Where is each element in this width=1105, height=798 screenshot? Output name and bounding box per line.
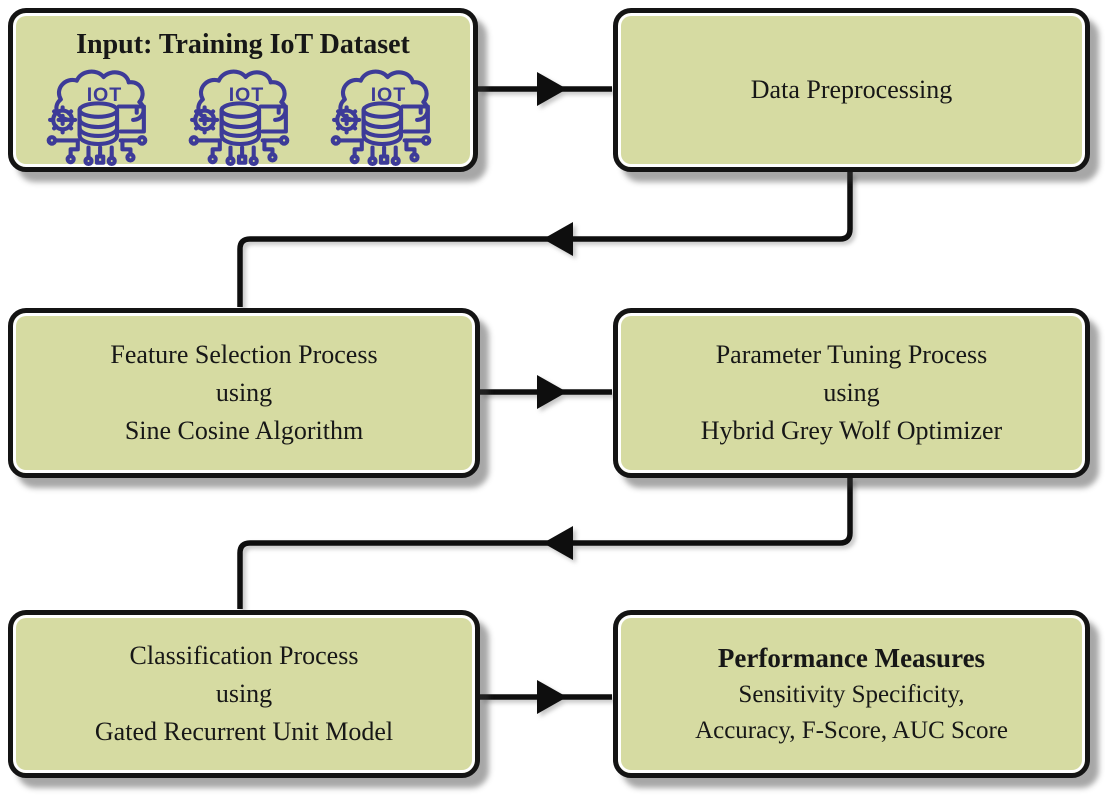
arrow-input-to-preprocessing: [478, 72, 612, 106]
arrow-parameter-tuning-to-classification: [237, 478, 853, 609]
iot-dataset-icon: IOT: [330, 69, 432, 167]
arrow-feature-selection-to-parameter-tuning: [480, 375, 612, 409]
iot-dataset-icon: IOT: [188, 69, 290, 167]
box-data-preprocessing: Data Preprocessing: [613, 8, 1090, 172]
box-performance-measures: Performance Measures Sensitivity Specifi…: [613, 610, 1090, 778]
iot-dataset-icon: IOT: [46, 69, 148, 167]
arrowhead-icon: [537, 680, 567, 714]
iot-icon-label: IOT: [371, 84, 406, 106]
arrowhead-icon: [543, 222, 573, 256]
arrowhead-icon: [543, 526, 573, 560]
iot-icon-row: IOT: [38, 69, 448, 169]
box-line: Hybrid Grey Wolf Optimizer: [700, 416, 1003, 445]
iot-icon-label: IOT: [229, 84, 264, 106]
box-classification-process: Classification Process using Gated Recur…: [8, 610, 480, 778]
box-feature-selection-process: Feature Selection Process using Sine Cos…: [8, 308, 480, 478]
box-line: Sensitivity Specificity,: [738, 681, 965, 708]
box-input-training-iot-dataset: Input: Training IoT Dataset IOT: [8, 8, 478, 172]
box-line: Parameter Tuning Process: [715, 340, 988, 369]
box-line: Classification Process: [129, 641, 359, 670]
box-line: Gated Recurrent Unit Model: [94, 717, 394, 746]
arrowhead-icon: [537, 72, 567, 106]
box-line: using: [215, 679, 273, 708]
box-line: Data Preprocessing: [750, 75, 953, 104]
box-line: Feature Selection Process: [110, 340, 378, 369]
box-title: Input: Training IoT Dataset: [76, 29, 410, 60]
arrow-preprocessing-to-feature-selection: [237, 172, 853, 307]
box-parameter-tuning-process: Parameter Tuning Process using Hybrid Gr…: [613, 308, 1090, 478]
box-line: Sine Cosine Algorithm: [124, 416, 364, 445]
iot-icon-label: IOT: [87, 84, 122, 106]
box-line: Accuracy, F-Score, AUC Score: [695, 717, 1008, 744]
box-line: using: [823, 378, 880, 407]
box-line: using: [215, 378, 273, 407]
arrow-classification-to-performance: [480, 680, 612, 714]
box-title: Performance Measures: [717, 643, 986, 673]
arrowhead-icon: [537, 375, 567, 409]
